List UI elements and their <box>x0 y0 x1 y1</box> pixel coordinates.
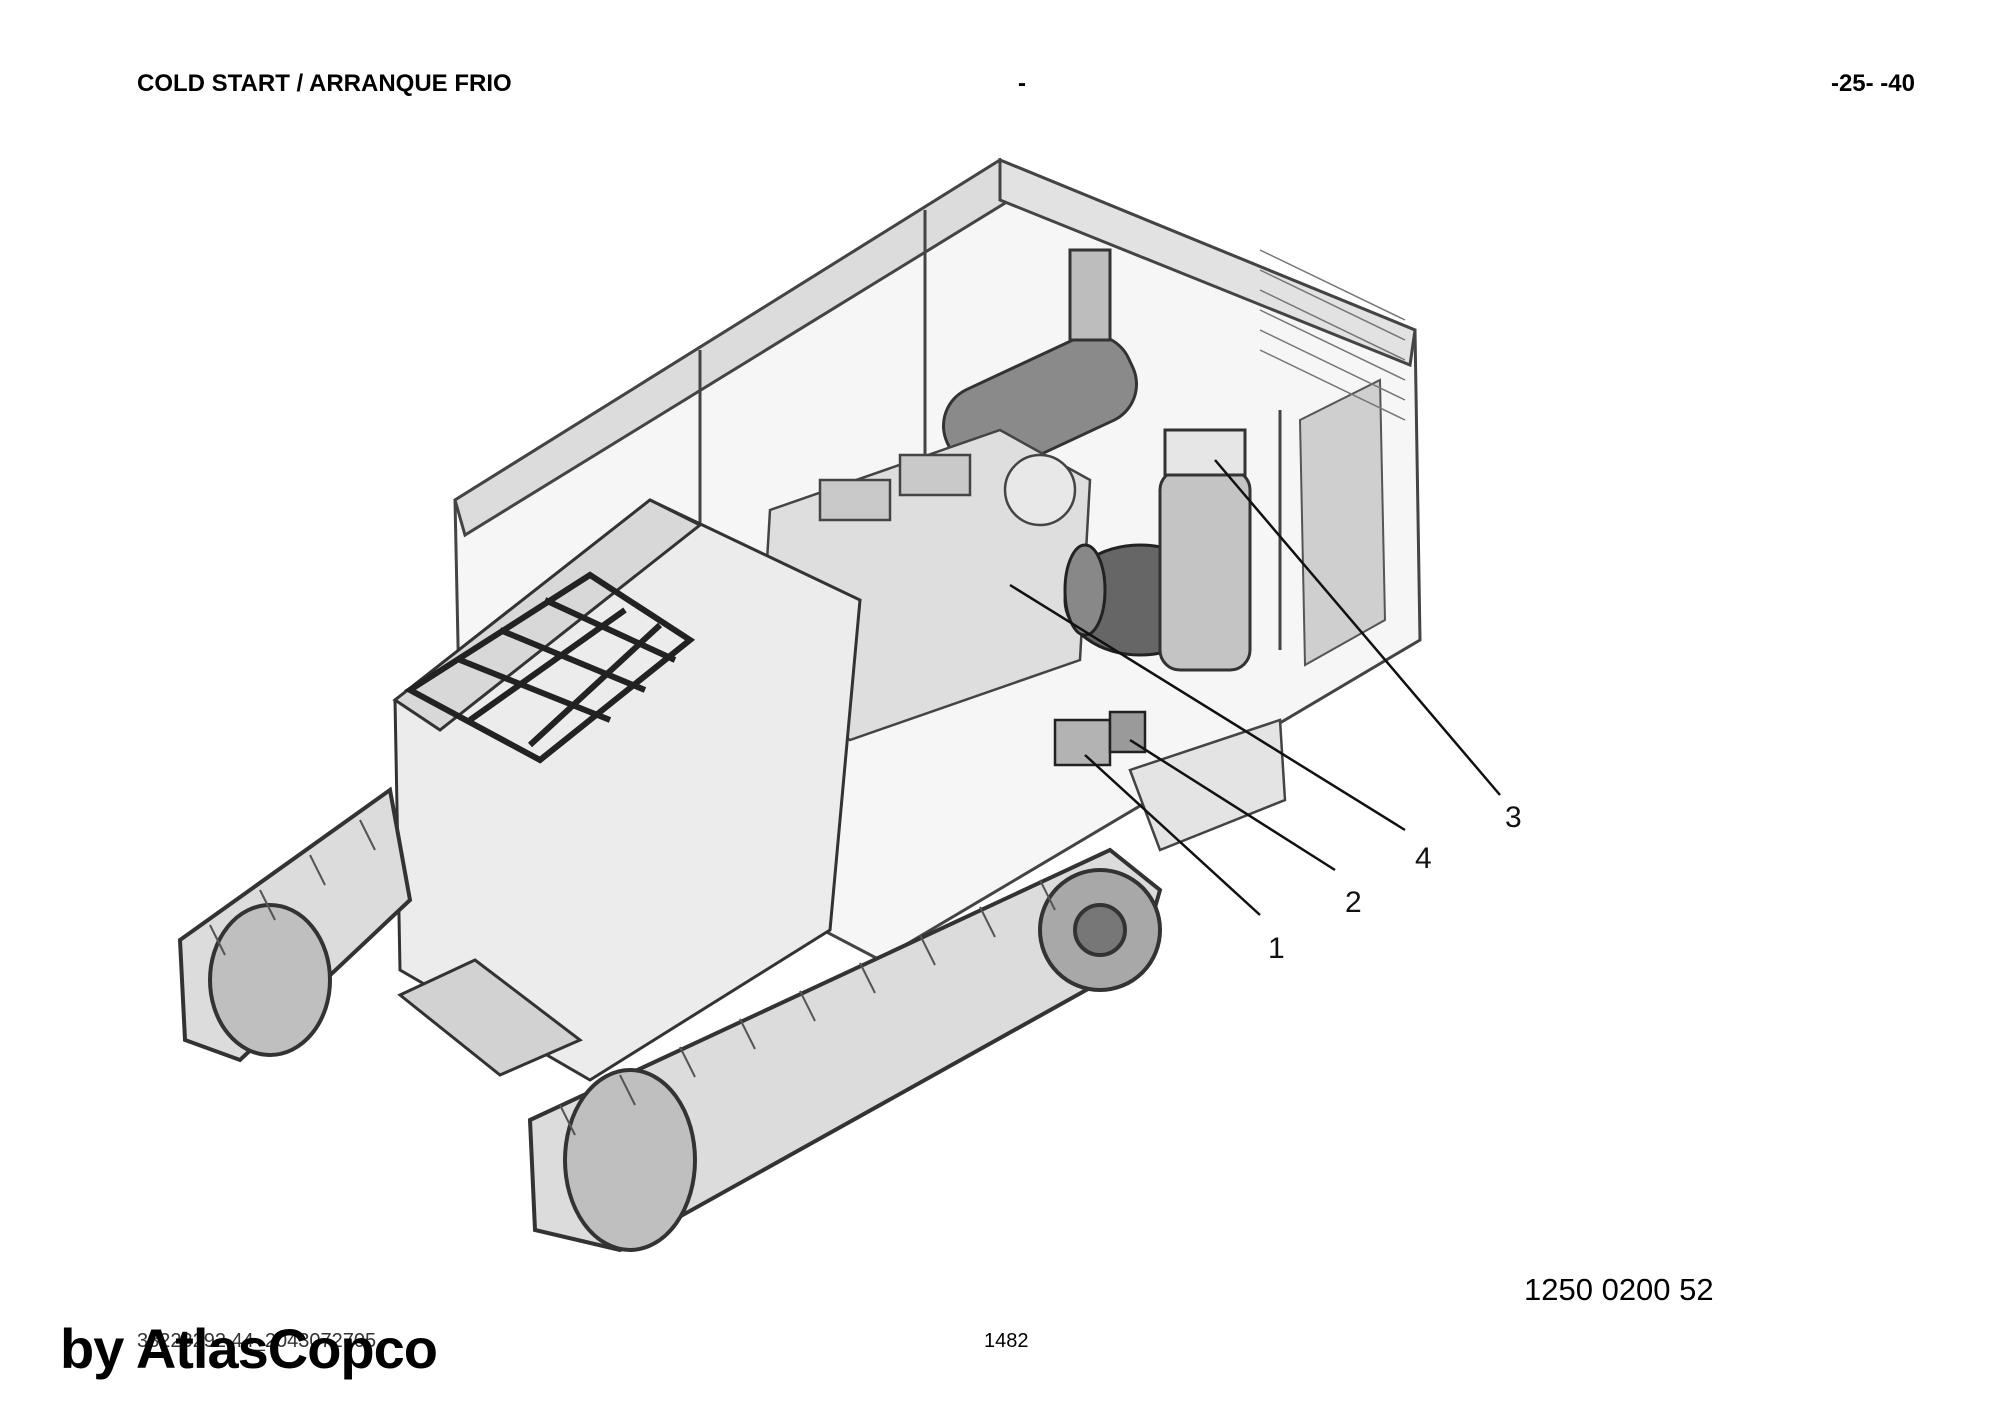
front-step <box>397 958 583 1077</box>
right-track <box>527 847 1163 1253</box>
rear-louvers <box>1259 249 1406 421</box>
leader-lines <box>1009 459 1501 916</box>
track-pads <box>209 819 1056 1136</box>
callout-3: 3 <box>1505 801 1522 834</box>
page-number: 1482 <box>984 1330 1029 1352</box>
brand-watermark: by AtlasCopco <box>60 1317 438 1380</box>
front-guard <box>404 571 696 764</box>
leader-line-2 <box>1129 738 1336 872</box>
callout-2: 2 <box>1345 886 1362 919</box>
radiator-grille <box>1298 378 1387 667</box>
header-dash: - <box>1018 70 1026 97</box>
separator-tank <box>1158 428 1252 672</box>
leader-line-4 <box>1009 583 1406 832</box>
callout-4: 4 <box>1415 842 1432 875</box>
callout-1: 1 <box>1268 932 1285 965</box>
leader-line-1 <box>1084 754 1261 916</box>
side-frame <box>1128 718 1287 852</box>
leader-line-3 <box>1214 459 1501 796</box>
section-code: -25- -40 <box>1830 70 1915 97</box>
cold-start-unit <box>1053 710 1147 767</box>
page-title: COLD START / ARRANQUE FRIO <box>137 70 512 97</box>
left-track <box>177 786 413 1063</box>
document-id: 33223292 44_2043072705 <box>137 1330 377 1352</box>
front-hood <box>392 498 862 1082</box>
figure-reference: 1250 0200 52 <box>1524 1272 1714 1307</box>
